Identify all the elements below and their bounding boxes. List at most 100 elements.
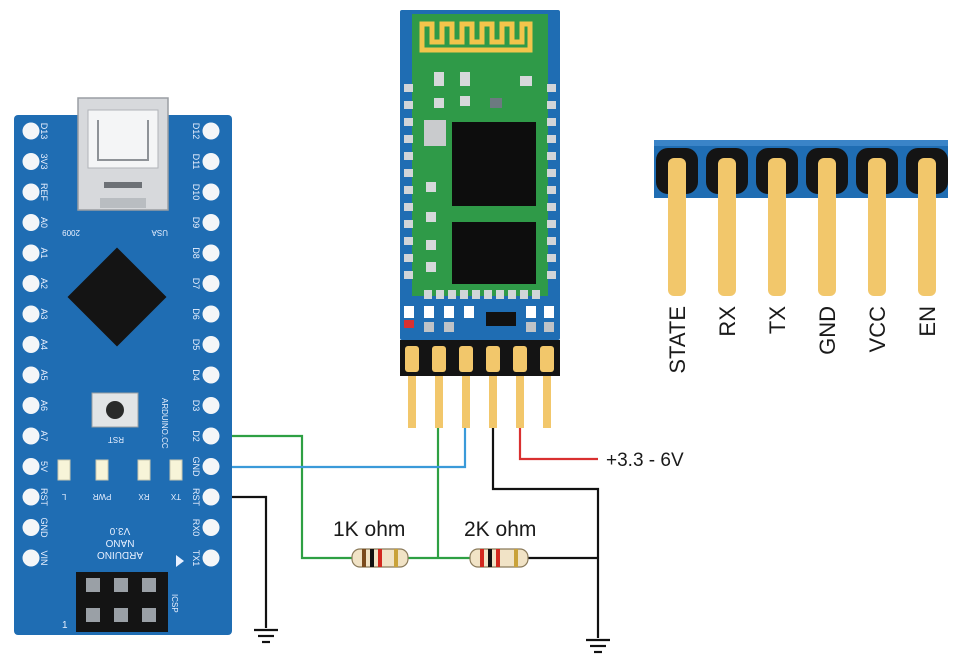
nano-left-pin-vin [22,549,40,567]
nano-left-pin-label: A3 [39,308,49,319]
nano-left-pin-a6 [22,397,40,414]
icsp-header [76,572,168,632]
nano-left-pin-label: 3V3 [39,153,49,169]
nano-right-pin-gnd [202,458,220,475]
module-left-pad [404,254,413,262]
reset-button [91,392,139,428]
nano-right-pin-d8 [202,244,220,262]
pinout-pin-tx [768,158,786,296]
module-left-pad [404,101,413,109]
icsp-label: ICSP [170,594,179,613]
nano-left-pin-d13 [22,122,40,140]
resistor-1k-label: 1K ohm [333,518,405,541]
module-left-pad [404,118,413,126]
module-pin-rx-leg [435,376,443,428]
module-pin-vcc-leg [516,376,524,428]
led-label: L [61,492,66,501]
hc05-bluetooth-module [400,10,560,428]
module-pin-en-top [540,346,554,372]
module-left-pad [404,152,413,160]
nano-right-pin-d5 [202,336,220,353]
nano-right-pin-label: D8 [191,247,201,259]
board-name-line-2: NANO [105,537,134,548]
nano-right-pin-label: D7 [191,278,201,290]
module-pin-state-leg [408,376,416,428]
arduino-pins: D133V3REFA0A1A2A3A4A5A6A75VRSTGNDVIND12D… [22,122,220,567]
module-bottom-pad [484,290,492,299]
pinout-label-rx: RX [715,306,740,337]
module-bottom-pad [520,290,528,299]
nano-right-pin-label: D10 [191,184,201,201]
module-left-pad [404,271,413,279]
led-l [57,459,71,481]
led-label: PWR [92,492,111,501]
board-name-line-1: ARDUINO [97,549,143,560]
module-right-pad [547,169,556,177]
nano-left-pin-a4 [22,336,40,353]
module-right-pad [547,135,556,143]
nano-right-pin-d11 [202,153,220,170]
nano-left-pin-a5 [22,366,40,384]
wire-vcc-supply [518,428,598,461]
nano-right-pin-d10 [202,183,220,201]
module-left-pad [404,169,413,177]
nano-left-pin-5v [22,458,40,475]
nano-right-pin-tx1 [202,549,220,567]
pinout-label-tx: TX [765,306,790,334]
module-right-pad [547,118,556,126]
module-bottom-pad [460,290,468,299]
nano-right-pin-d12 [202,122,220,140]
module-pin-rx-top [432,346,446,372]
module-bottom-pad [496,290,504,299]
module-pin-gnd-top [486,346,500,372]
led-pwr [95,459,109,481]
pinout-pin-state [668,158,686,296]
nano-right-pin-d4 [202,366,220,384]
ground-symbol-module [586,638,610,654]
nano-right-pin-label: D2 [191,430,201,442]
nano-left-pin-label: REF [39,183,49,202]
nano-right-pin-label: D5 [191,339,201,351]
module-bottom-pad [424,290,432,299]
ground-symbol-arduino [254,628,278,644]
nano-left-pin-gnd [22,519,40,536]
module-header-pins [405,346,554,428]
nano-right-pin-label: RX0 [191,519,201,537]
pinout-pin-gnd [818,158,836,296]
antenna-trace [419,21,533,53]
module-left-pad [404,203,413,211]
module-side-pads [404,84,556,299]
module-header-housing [400,340,560,376]
module-pin-gnd-leg [489,376,497,428]
led-rx [137,459,151,481]
nano-left-pin-label: A6 [39,400,49,411]
module-right-pad [547,237,556,245]
pinout-pin-vcc [868,158,886,296]
reset-label: RST [108,435,124,444]
pinout-pin-en [918,158,936,296]
nano-left-pin-label: D13 [39,123,49,140]
nano-left-pin-label: RST [39,488,49,507]
usb-connector [77,97,169,211]
nano-right-pin-label: RST [191,488,201,507]
nano-left-pin-label: VIN [39,550,49,565]
wire-d2-to-tx [212,428,467,469]
wire-d3-to-divider [212,434,372,560]
nano-right-pin-d6 [202,305,220,323]
module-crystal [424,120,446,146]
nano-left-pin-3v3 [22,153,40,170]
board-name-line-3: V3.0 [109,525,130,536]
module-pin-vcc-top [513,346,527,372]
icsp-pin-1-marker: 1 [62,620,68,631]
pinout-label-vcc: VCC [865,306,890,353]
pinout-label-state: STATE [665,306,690,374]
module-bottom-pad [532,290,540,299]
module-right-pad [547,186,556,194]
module-pin-tx-top [459,346,473,372]
nano-right-pin-d9 [202,214,220,231]
